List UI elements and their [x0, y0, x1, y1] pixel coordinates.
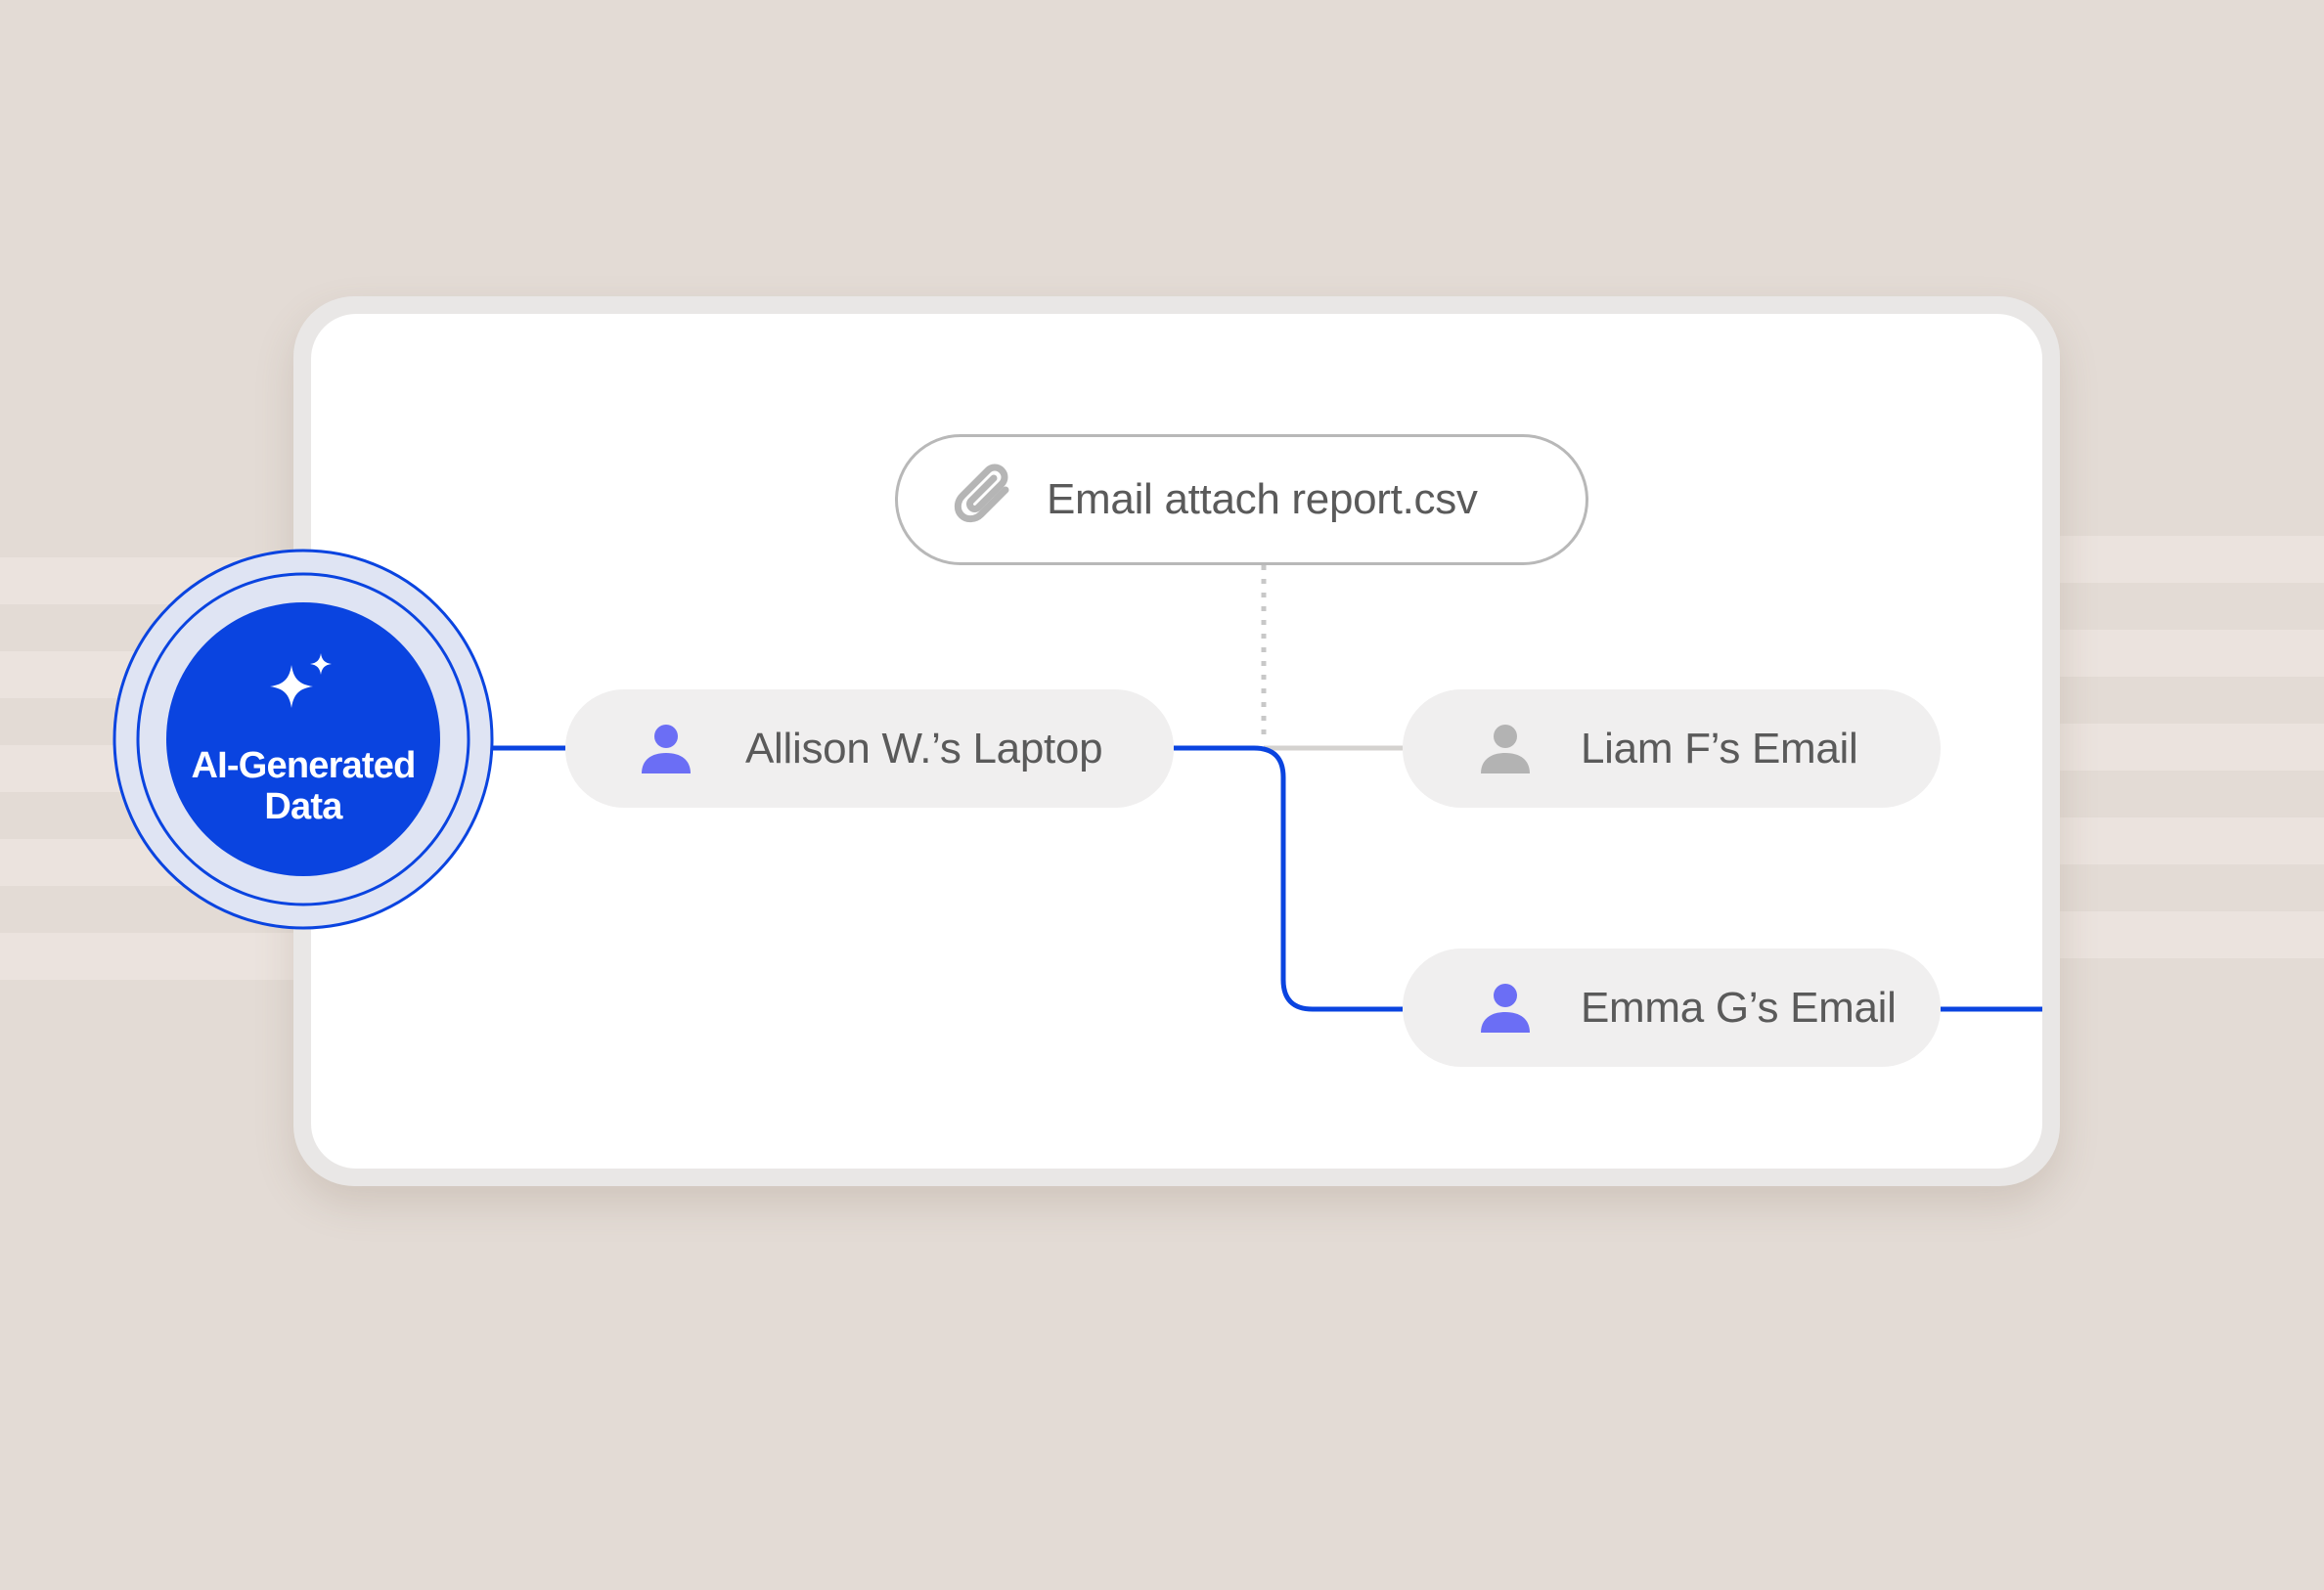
background-stripe [2060, 911, 2324, 958]
person-icon [1479, 723, 1532, 775]
emma-label: Emma G’s Email [1581, 983, 1897, 1032]
background-stripe [2060, 630, 2324, 677]
allison-to-emma-connector [1174, 745, 1403, 1012]
hub-rings [112, 549, 494, 930]
person-icon [1479, 982, 1532, 1035]
attachment-label: Email attach report.csv [1047, 475, 1478, 523]
background-stripe [2060, 817, 2324, 864]
person-icon [640, 723, 693, 775]
liam-label: Liam F’s Email [1581, 724, 1858, 773]
ai-generated-data-hub[interactable]: AI-Generated Data [112, 548, 495, 931]
background-stripe [0, 933, 293, 980]
liam-email-node[interactable]: Liam F’s Email [1403, 689, 1941, 808]
hub-label-line1: AI-Generated [191, 745, 416, 786]
hub-label: AI-Generated Data [112, 745, 495, 827]
allison-laptop-node[interactable]: Allison W.’s Laptop [565, 689, 1174, 808]
attachment-node[interactable]: Email attach report.csv [895, 434, 1588, 565]
allison-label: Allison W.’s Laptop [745, 724, 1103, 773]
emma-email-node[interactable]: Emma G’s Email [1403, 949, 1941, 1067]
hub-label-line2: Data [264, 786, 342, 827]
background-stripe [2060, 536, 2324, 583]
paperclip-icon [949, 461, 1023, 539]
sparkle-icon [270, 653, 332, 708]
background-stripe [2060, 724, 2324, 771]
